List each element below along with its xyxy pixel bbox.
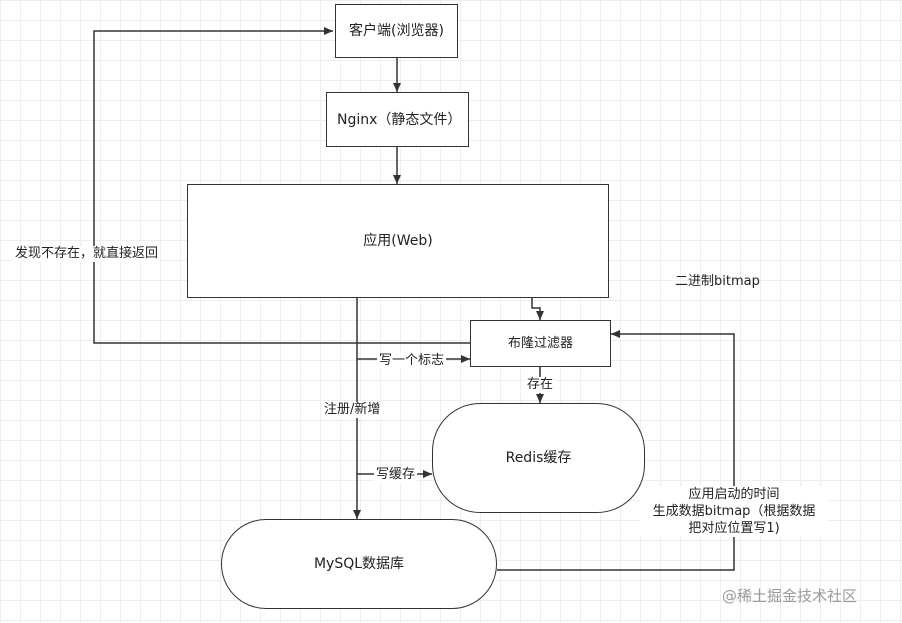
mysql-label: MySQL数据库 <box>313 556 405 572</box>
bloom-filter-label: 布隆过滤器 <box>507 335 573 351</box>
register-add-label: 注册/新增 <box>322 402 383 418</box>
edge-app-bloom <box>531 298 544 320</box>
client-node: 客户端(浏览器) <box>335 4 458 58</box>
edge-bloom-client <box>93 27 470 344</box>
watermark: @稀土掘金技术社区 <box>722 587 858 605</box>
edge-mysql-bloom <box>497 330 735 571</box>
redis-label: Redis缓存 <box>505 450 572 466</box>
bloom-filter-node: 布隆过滤器 <box>470 320 611 367</box>
nginx-node: Nginx（静态文件） <box>326 92 469 147</box>
startup-note-line-1: 应用启动的时间 <box>688 487 780 502</box>
exist-label: 存在 <box>525 377 556 393</box>
mysql-node: MySQL数据库 <box>221 519 497 609</box>
write-flag-label: 写一个标志 <box>377 353 447 369</box>
startup-note-line-3: 把对应位置写1) <box>688 521 780 536</box>
startup-note-line-2: 生成数据bitmap（根据数据 <box>652 504 816 519</box>
write-cache-label: 写缓存 <box>374 467 418 483</box>
binary-bitmap-label: 二进制bitmap <box>675 274 760 289</box>
not-exist-return-label: 发现不存在，就直接返回 <box>13 246 161 262</box>
startup-note: 应用启动的时间 生成数据bitmap（根据数据 把对应位置写1) <box>640 486 828 537</box>
nginx-label: Nginx（静态文件） <box>337 111 462 128</box>
client-label: 客户端(浏览器) <box>349 23 444 39</box>
app-node: 应用(Web) <box>187 184 609 298</box>
app-label: 应用(Web) <box>363 233 433 249</box>
redis-node: Redis缓存 <box>432 403 645 513</box>
